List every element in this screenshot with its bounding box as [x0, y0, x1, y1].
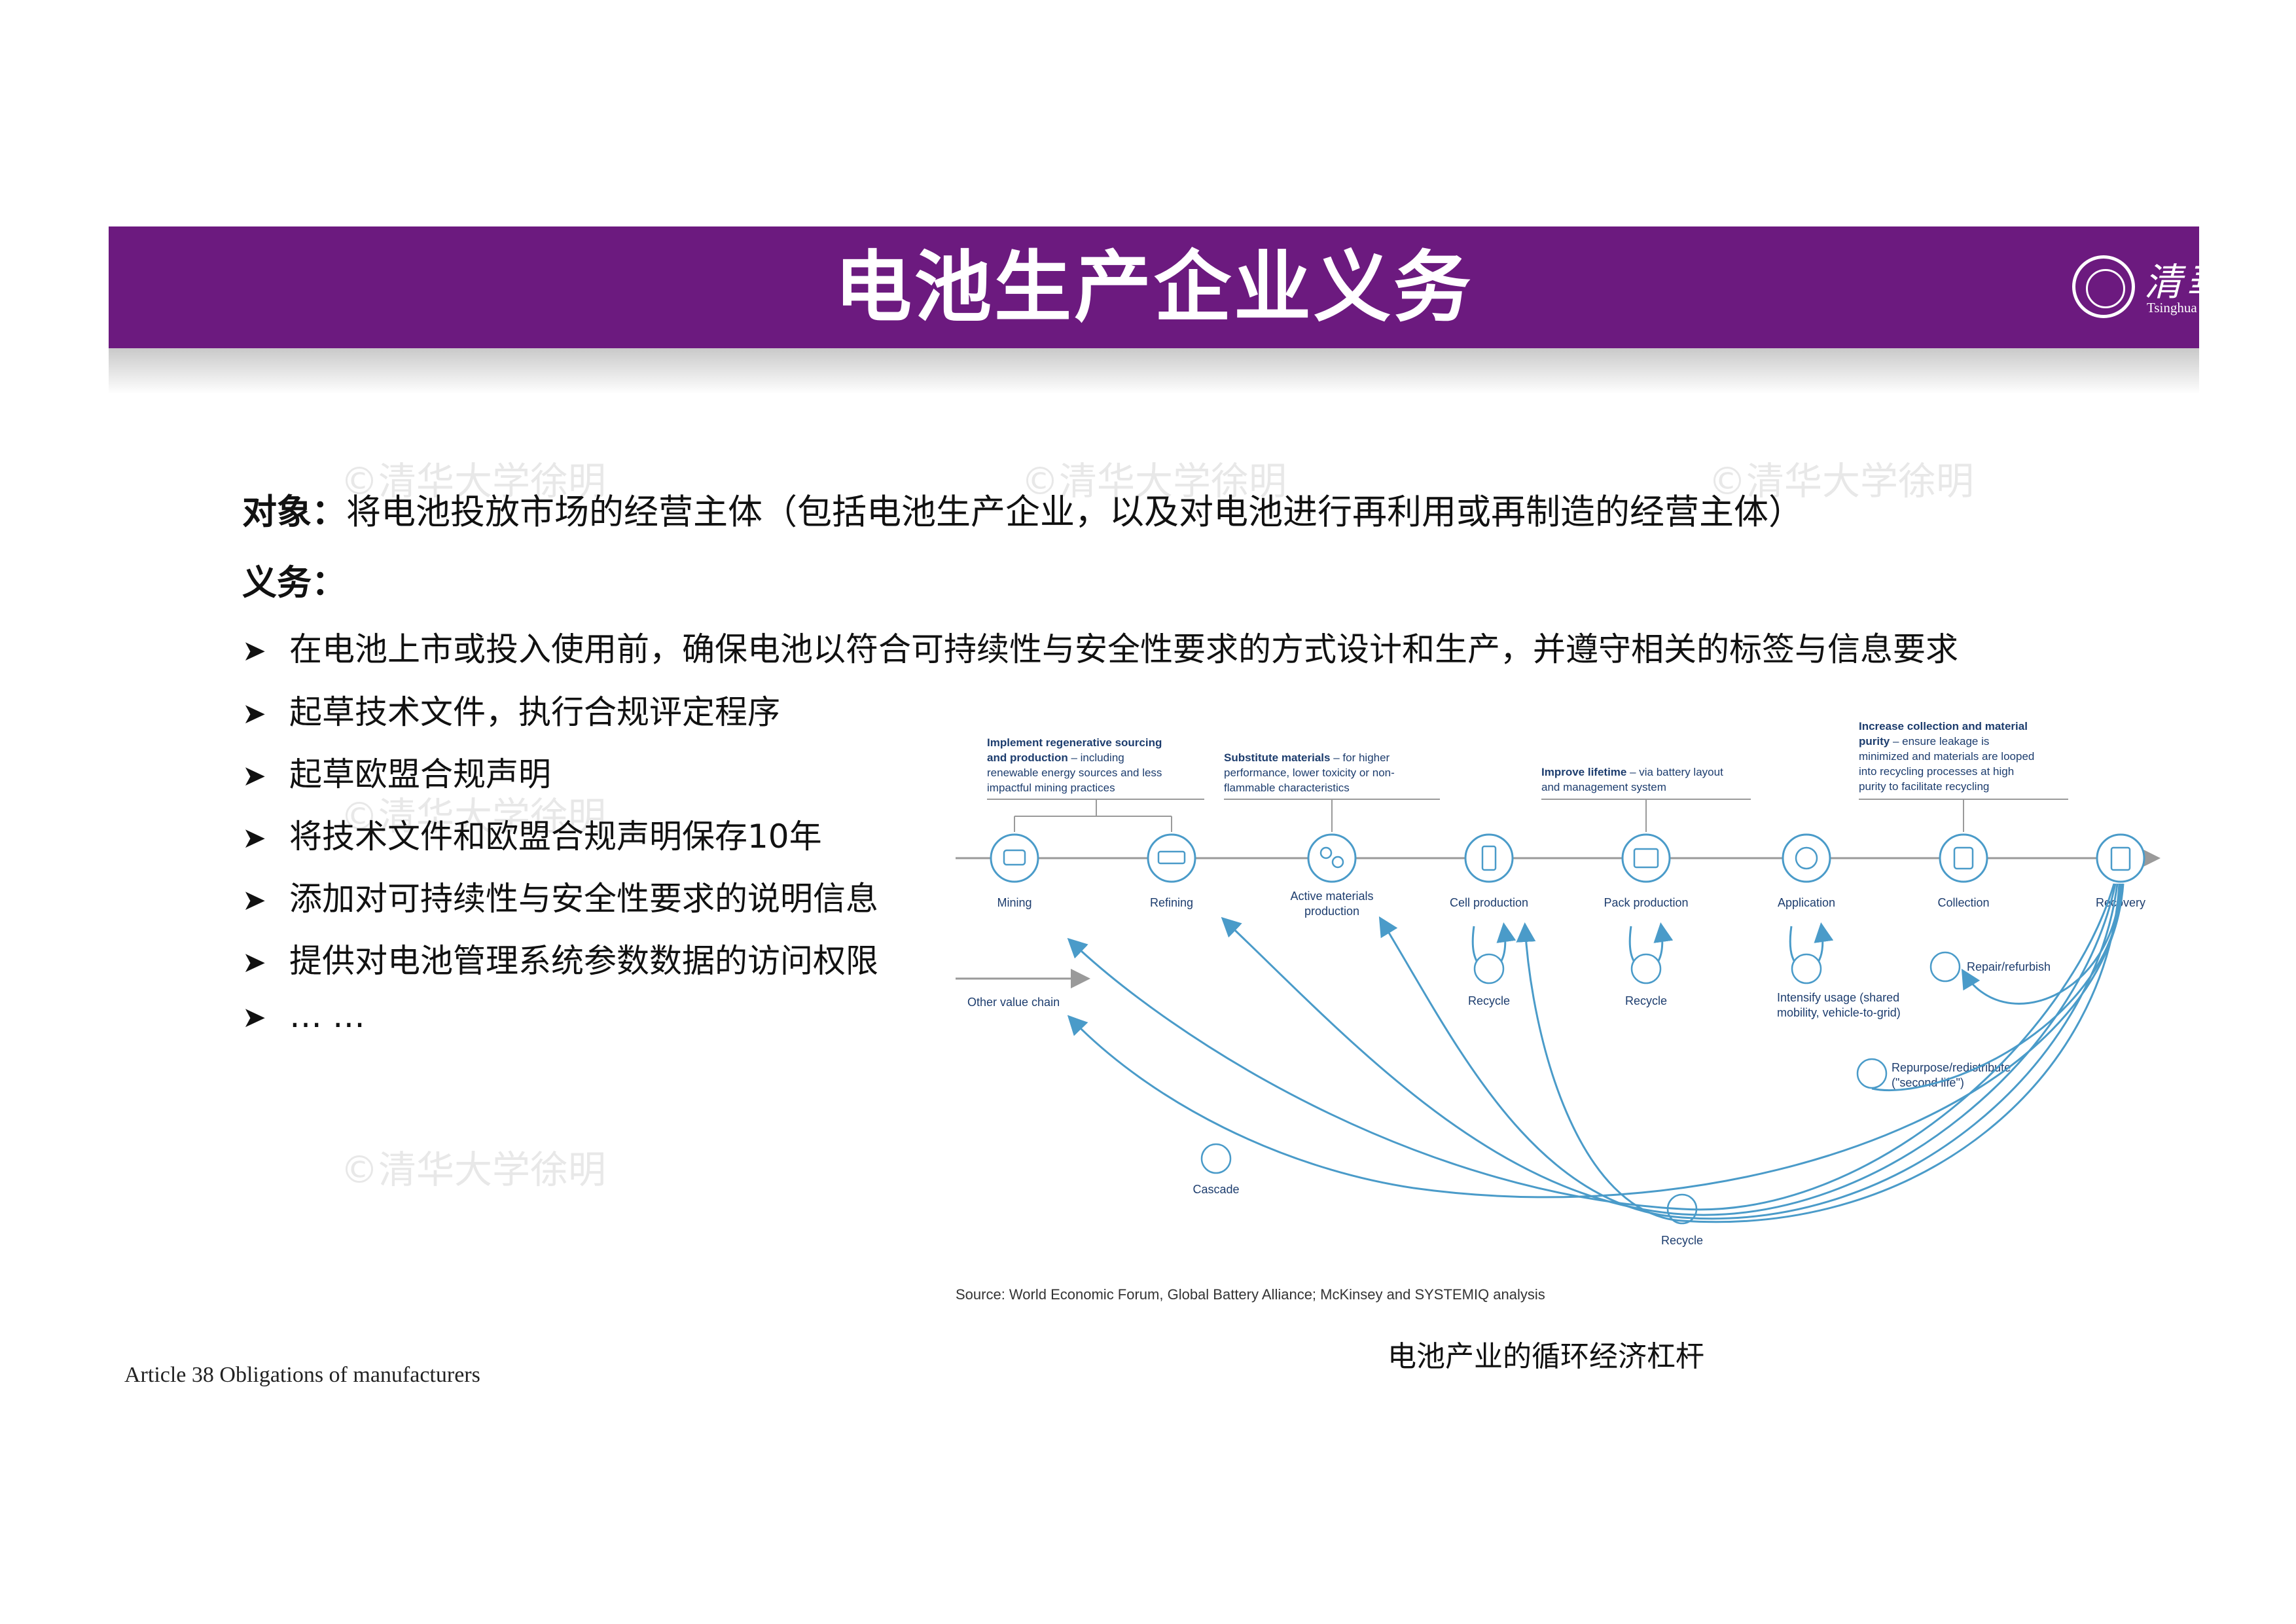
list-item: ➤起草技术文件，执行合规评定程序 — [242, 693, 780, 731]
recycle-label: Recycle — [1625, 994, 1667, 1007]
arrow-bullet-icon: ➤ — [242, 634, 266, 668]
object-label: 对象： — [242, 492, 346, 532]
list-item: ➤… … — [242, 997, 365, 1035]
list-item: ➤提供对电池管理系统参数数据的访问权限 — [242, 942, 878, 980]
watermark: ©清华大学徐明 — [1708, 459, 1975, 503]
banner-shadow — [109, 348, 2199, 394]
stage-label: Pack production — [1604, 896, 1688, 909]
watermark: ©清华大学徐明 — [340, 794, 607, 839]
object-line: 对象：将电池投放市场的经营主体（包括电池生产企业，以及对电池进行再利用或再制造的… — [242, 484, 1803, 534]
recycle-label: Recycle — [1468, 994, 1510, 1007]
active-materials-node-icon — [1307, 833, 1357, 883]
logo-english-name: Tsinghua University — [2147, 300, 2259, 316]
recycle-icon — [1630, 953, 1662, 984]
arrow-bullet-icon: ➤ — [242, 759, 266, 793]
university-seal-icon — [2072, 255, 2135, 318]
stage-label: Refining — [1150, 896, 1193, 909]
repair-label: Repair/refurbish — [1967, 960, 2051, 973]
arrow-bullet-icon: ➤ — [242, 821, 266, 855]
intensify-usage-icon — [1791, 953, 1822, 984]
page-title: 电池生产企业义务 — [834, 242, 1473, 333]
other-value-chain-label: Other value chain — [967, 996, 1060, 1009]
diagram-caption: 电池产业的循环经济杠杆 — [1388, 1340, 1704, 1373]
repurpose-icon — [1856, 1058, 1888, 1089]
stage-label: Collection — [1937, 896, 1989, 909]
stage-label: Application — [1778, 896, 1835, 909]
object-text: 将电池投放市场的经营主体（包括电池生产企业，以及对电池进行再利用或再制造的经营主… — [346, 492, 1803, 532]
list-item: ➤起草欧盟合规声明 — [242, 755, 551, 793]
mining-node-icon — [990, 833, 1039, 883]
watermark: ©清华大学徐明 — [1021, 459, 1287, 503]
arrow-bullet-icon: ➤ — [242, 697, 266, 731]
cascade-label: Cascade — [1193, 1183, 1239, 1196]
list-item: ➤添加对可持续性与安全性要求的说明信息 — [242, 880, 878, 918]
collection-node-icon — [1939, 833, 1988, 883]
list-item: ➤将技术文件和欧盟合规声明保存10年 — [242, 818, 822, 856]
duties-label: 义务： — [242, 563, 346, 603]
watermark: ©清华大学徐明 — [340, 1147, 607, 1192]
logo-chinese-name: 清華大學 — [2144, 260, 2296, 304]
article-reference: Article 38 Obligations of manufacturers — [124, 1363, 480, 1387]
recovery-node-icon — [2096, 833, 2145, 883]
watermark: ©清华大学徐明 — [340, 459, 607, 503]
source-note: Source: World Economic Forum, Global Bat… — [956, 1286, 1545, 1303]
cascade-icon — [1200, 1143, 1232, 1174]
arrow-bullet-icon: ➤ — [242, 884, 266, 917]
university-logo: 清華大學 Tsinghua University — [2072, 254, 2296, 322]
application-node-icon — [1782, 833, 1831, 883]
pack-production-node-icon — [1621, 833, 1671, 883]
cell-production-node-icon — [1464, 833, 1514, 883]
stage-label: Mining — [997, 896, 1031, 909]
recycle-icon — [1473, 953, 1505, 984]
title-banner: 电池生产企业义务 清華大學 Tsinghua University — [109, 226, 2296, 348]
arrow-bullet-icon: ➤ — [242, 1001, 266, 1034]
repurpose-label: Repurpose/redistribute("second life") — [1892, 1061, 2011, 1089]
arrow-bullet-icon: ➤ — [242, 946, 266, 979]
refining-node-icon — [1147, 833, 1196, 883]
stage-label: Cell production — [1450, 896, 1528, 909]
recycle-label: Recycle — [1661, 1234, 1703, 1247]
list-item: ➤在电池上市或投入使用前，确保电池以符合可持续性与安全性要求的方式设计和生产，并… — [242, 630, 1958, 668]
repair-icon — [1929, 951, 1961, 983]
